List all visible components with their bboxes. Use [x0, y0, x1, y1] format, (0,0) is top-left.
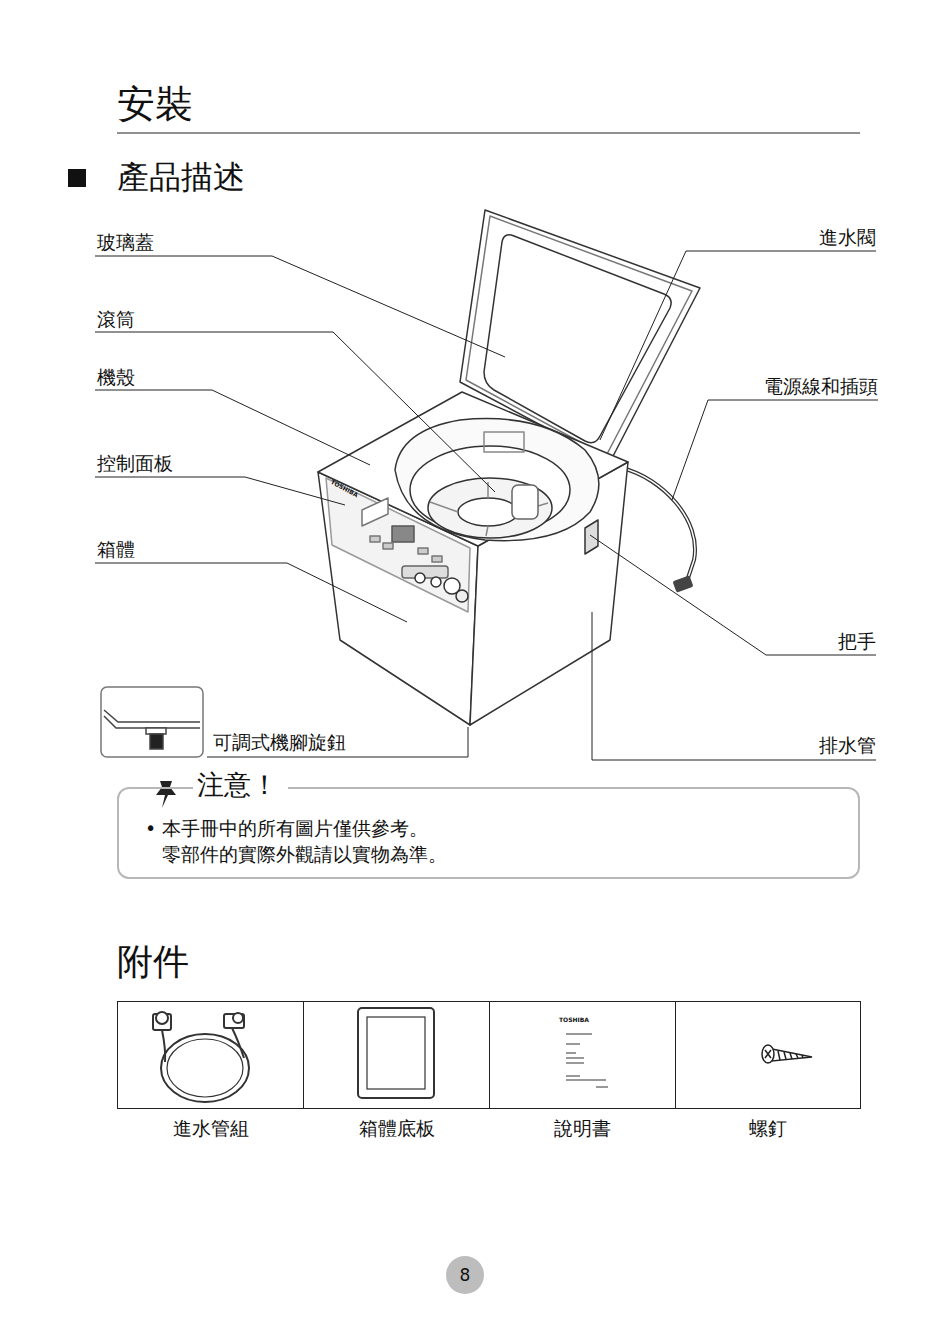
- manual-thumbnail: [566, 1033, 592, 1035]
- note-heading: 注意！: [193, 769, 288, 801]
- accessory-cell: 箱體底板: [303, 1001, 490, 1109]
- foot-inset: [150, 734, 163, 749]
- power-cord: [622, 468, 695, 584]
- screw: [762, 1045, 774, 1063]
- part-name: 控制面板: [97, 452, 173, 475]
- washing-machine: [392, 526, 414, 542]
- foot-inset: [101, 687, 203, 757]
- leader-line: [95, 251, 878, 760]
- foot-inset: [146, 728, 166, 734]
- washing-machine: [383, 543, 393, 549]
- inlet-hose: [232, 1028, 244, 1058]
- part-name: 把手: [838, 630, 876, 653]
- manual-thumbnail: [566, 1057, 584, 1059]
- washing-machine: [326, 478, 470, 612]
- power-cord: [622, 468, 695, 593]
- screw: [765, 1050, 771, 1058]
- part-name: 電源線和插頭: [764, 375, 878, 398]
- manual-thumbnail: [596, 1086, 608, 1088]
- screw: [772, 1049, 812, 1061]
- accessory-name: 說明書: [490, 1116, 675, 1142]
- foot-inset: [104, 716, 200, 728]
- part-name: 機殼: [97, 366, 135, 389]
- part-name: 可調式機腳旋鈕: [213, 731, 346, 754]
- washing-machine: [432, 556, 442, 562]
- leader-line: [95, 256, 505, 357]
- washing-machine: [318, 392, 628, 546]
- part-name: 進水閥: [819, 226, 876, 249]
- leader-line: [95, 477, 345, 505]
- page-number: 8: [460, 1265, 471, 1285]
- manual-thumbnail: [566, 1075, 580, 1077]
- leader-line: [600, 251, 876, 440]
- pin-icon: [162, 795, 168, 808]
- washing-machine: [370, 536, 380, 542]
- accessory-name: 進水管組: [118, 1116, 303, 1142]
- washing-machine: [362, 498, 388, 526]
- part-name: 滾筒: [97, 308, 135, 331]
- section-heading: 產品描述: [117, 158, 245, 196]
- manual-thumbnail: [566, 1033, 608, 1088]
- inlet-hose: [153, 1012, 249, 1102]
- base-plate: [367, 1017, 425, 1089]
- accessory-name: 螺釘: [676, 1116, 860, 1142]
- washing-machine: [585, 520, 598, 554]
- inlet-hose: [162, 1030, 165, 1062]
- accessory-cell: 螺釘: [675, 1001, 861, 1109]
- manual-thumbnail: [566, 1052, 576, 1054]
- washing-machine: [318, 392, 628, 725]
- washing-machine: [456, 590, 468, 602]
- note-box: 注意！• 本手冊中的所有圖片僅供參考。 零部件的實際外觀請以實物為準。: [117, 787, 860, 879]
- power-cord: [622, 468, 695, 584]
- washing-machine: [430, 482, 548, 536]
- inlet-hose: [161, 1034, 249, 1102]
- inlet-hose: [167, 1039, 243, 1097]
- leader-line: [672, 400, 878, 500]
- washing-machine: [512, 485, 538, 519]
- leader-line: [207, 727, 468, 757]
- washing-machine: [418, 548, 428, 554]
- brand-mark: TOSHIBA: [559, 1016, 589, 1023]
- pin-icon: [156, 781, 176, 808]
- power-cord: [672, 575, 693, 592]
- leader-line: [590, 535, 876, 655]
- part-name: 玻璃蓋: [97, 231, 154, 254]
- screw: [778, 1051, 803, 1060]
- section-heading: 附件: [117, 940, 189, 983]
- leader-line: [95, 563, 407, 622]
- part-name: 排水管: [819, 734, 876, 757]
- part-name: 箱體: [97, 538, 135, 561]
- leader-line: [95, 332, 495, 492]
- base-plate: [358, 1008, 434, 1098]
- manual-thumbnail: [566, 1079, 606, 1081]
- manual-thumbnail: [566, 1043, 580, 1045]
- heading-rule: [68, 169, 86, 187]
- washing-machine: [395, 419, 599, 541]
- base-plate: [358, 1008, 434, 1098]
- page-number-circle: 8: [446, 1256, 484, 1294]
- foot-inset: [101, 687, 203, 757]
- screw: [762, 1045, 812, 1063]
- washing-machine: [458, 498, 518, 526]
- inlet-hose: [233, 1013, 243, 1023]
- page-title: 安裝: [117, 82, 193, 128]
- washing-machine: [415, 573, 425, 583]
- inlet-hose: [224, 1014, 244, 1028]
- accessory-cell: 進水管組: [117, 1001, 304, 1109]
- washing-machine: [484, 432, 524, 452]
- heading-rule: [117, 132, 860, 133]
- accessory-cell: 說明書: [489, 1001, 676, 1109]
- leader-line: [592, 612, 876, 760]
- accessory-name: 箱體底板: [304, 1116, 489, 1142]
- note-text: • 本手冊中的所有圖片僅供參考。 零部件的實際外觀請以實物為準。: [145, 816, 612, 867]
- washing-machine: [431, 577, 441, 587]
- inlet-hose: [156, 1012, 168, 1024]
- foot-inset: [104, 710, 200, 722]
- glass-lid: [484, 235, 671, 443]
- manual-thumbnail: [566, 1062, 584, 1064]
